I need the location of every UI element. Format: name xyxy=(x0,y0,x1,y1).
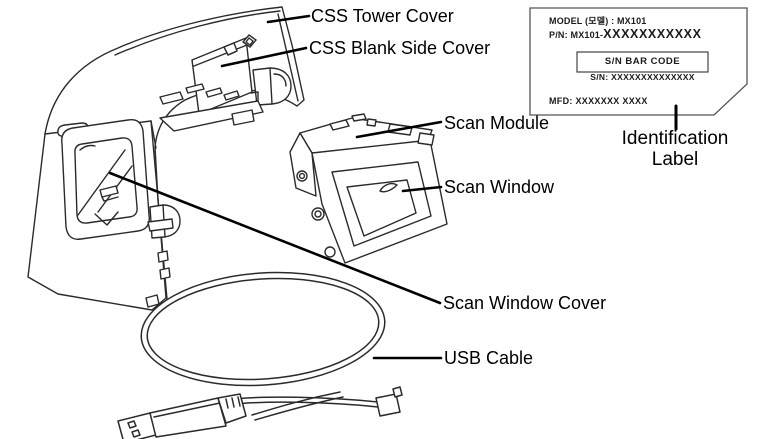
identification-label-line1: Identification xyxy=(621,128,729,149)
callout-scan-window-cover: Scan Window Cover xyxy=(443,293,607,313)
callout-css-tower-cover: CSS Tower Cover xyxy=(311,6,454,26)
usb-cable-drawing xyxy=(117,271,403,439)
label-mfd-line: MFD: XXXXXXX XXXX xyxy=(549,96,648,106)
callout-css-blank-side-cover: CSS Blank Side Cover xyxy=(309,38,491,58)
usb-a-connector-drawing xyxy=(117,393,247,439)
leader-lines xyxy=(108,14,678,360)
usb-plug-drawing xyxy=(375,386,403,417)
leader-scan-window xyxy=(401,185,443,193)
identification-label-drawing xyxy=(529,7,748,116)
label-pn-x: XXXXXXXXXXX xyxy=(603,27,702,41)
identification-label-line2: Label xyxy=(651,149,699,170)
leader-scan-window-cover xyxy=(108,171,442,305)
label-pn-prefix: P/N: MX101- xyxy=(549,30,604,40)
leader-tower-cover xyxy=(266,14,311,24)
label-sn-line: S/N: XXXXXXXXXXXXXX xyxy=(590,72,695,82)
leader-blank-side-cover xyxy=(220,46,308,68)
callout-usb-cable: USB Cable xyxy=(444,348,534,368)
callout-scan-module: Scan Module xyxy=(444,113,550,133)
callout-identification-label: Identification Label xyxy=(595,128,755,170)
tower-cover-drawing xyxy=(27,6,305,311)
label-barcode-text: S/N BAR CODE xyxy=(604,56,681,67)
callout-scan-window: Scan Window xyxy=(444,177,555,197)
scan-window-drawing xyxy=(379,182,398,193)
leader-scan-module xyxy=(355,120,443,139)
label-model-line: MODEL (모델) : MX101 xyxy=(549,16,647,26)
barcode-box xyxy=(576,51,709,73)
scan-window-cover-drawing xyxy=(61,119,150,240)
label-pn-line: P/N: MX101-XXXXXXXXXXX xyxy=(549,27,702,41)
